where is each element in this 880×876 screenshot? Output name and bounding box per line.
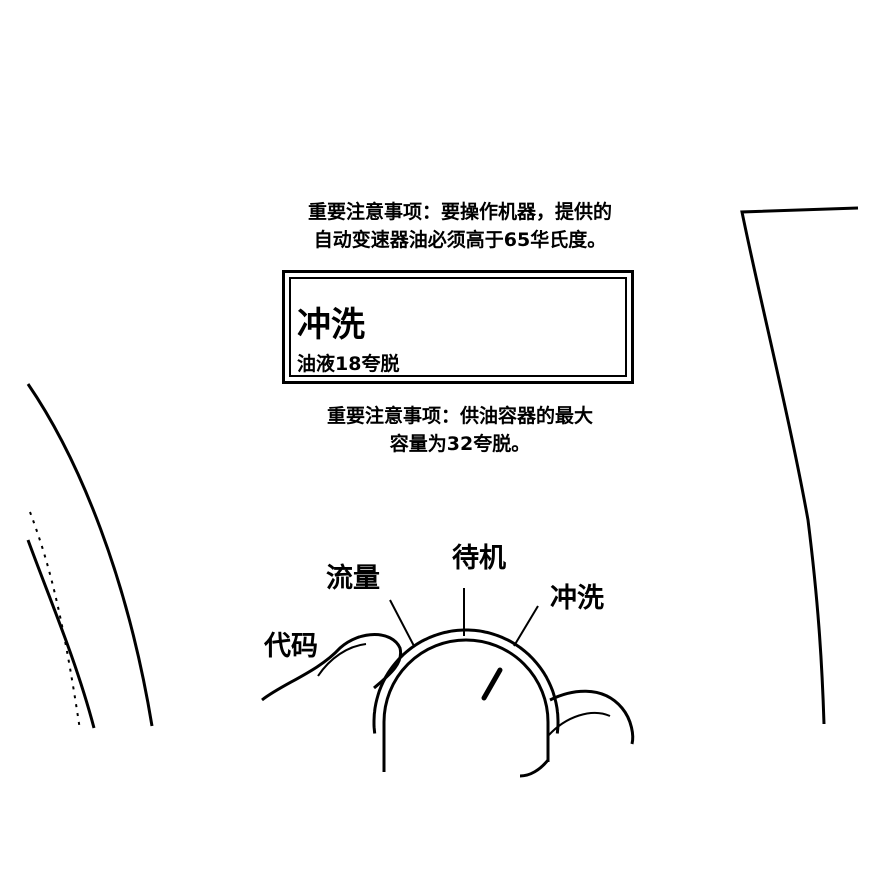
mode-display-subtitle: 油液18夸脱	[297, 353, 400, 375]
dial-label-standby: 待机	[452, 543, 506, 574]
notice-top-line2: 自动变速器油必须高于65华氏度。	[313, 229, 607, 251]
housing-right-curve	[740, 206, 859, 725]
hand-fingers	[549, 689, 635, 745]
housing-left-dashed-curve	[29, 511, 81, 731]
hand-lower	[519, 759, 550, 778]
dial-label-flush: 冲洗	[550, 583, 604, 614]
dial-tick-flow	[389, 599, 415, 647]
hand-thumb	[261, 633, 403, 702]
notice-bottom-line1: 重要注意事项：供油容器的最大	[326, 405, 593, 427]
selector-dial[interactable]	[372, 628, 560, 772]
dial-pointer	[481, 667, 503, 701]
hand-thumb-nail	[317, 643, 367, 677]
housing-left-outer-curve	[26, 383, 154, 727]
mode-display-title: 冲洗	[297, 305, 365, 345]
notice-bottom-line2: 容量为32夸脱。	[389, 433, 531, 455]
mode-display-inner-border: 冲洗 油液18夸脱	[289, 277, 627, 377]
dial-label-flow: 流量	[326, 563, 380, 594]
hand-finger-crease	[547, 711, 611, 737]
notice-top-line1: 重要注意事项：要操作机器，提供的	[307, 201, 612, 223]
mode-display-panel: 冲洗 油液18夸脱	[282, 270, 634, 384]
notice-bottom: 重要注意事项：供油容器的最大 容量为32夸脱。	[20, 402, 880, 458]
dial-knurled-edge	[372, 628, 560, 734]
dial-label-code: 代码	[264, 631, 318, 662]
housing-left-inner-curve	[26, 539, 96, 729]
notice-top: 重要注意事项：要操作机器，提供的 自动变速器油必须高于65华氏度。	[20, 198, 880, 254]
dial-tick-flush	[513, 605, 539, 647]
dial-body	[382, 638, 550, 772]
